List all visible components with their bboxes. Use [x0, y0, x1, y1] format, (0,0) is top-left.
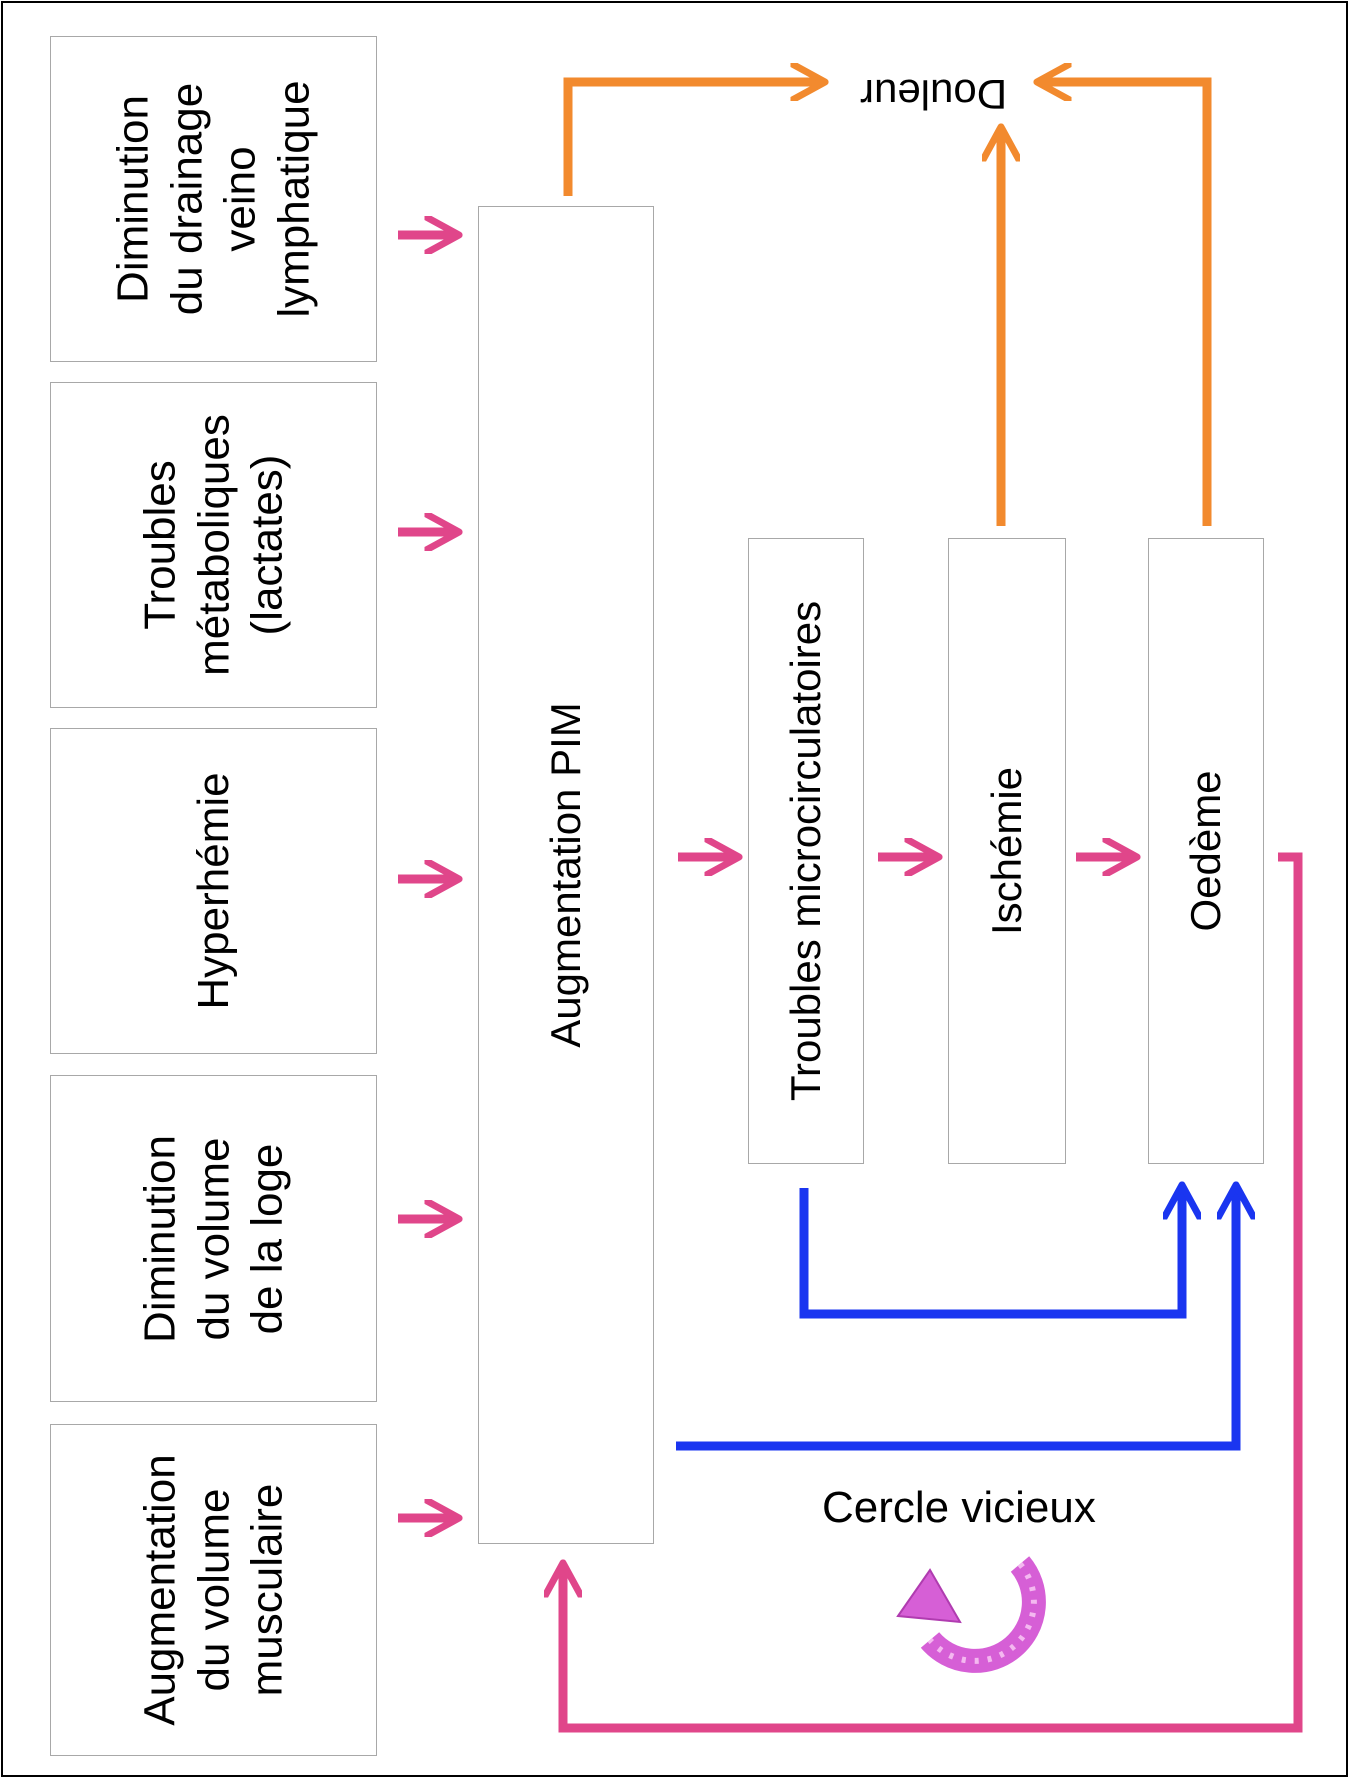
cause-box-drainage: Diminution du drainage veino lymphatique	[50, 36, 377, 362]
chain-box-troubles-microcirculatoires: Troubles microcirculatoires	[748, 538, 864, 1164]
arrow-pim-to-oedeme	[676, 1188, 1236, 1451]
outcome-label-douleur: Douleur	[860, 71, 1008, 118]
cause-box-volume-musculaire: Augmentation du volume musculaire	[50, 1424, 377, 1756]
chain-box-oedeme: Oedème	[1148, 538, 1264, 1164]
arrow-pim-to-douleur	[563, 82, 822, 196]
central-box-augmentation-pim: Augmentation PIM	[478, 206, 654, 1544]
circular-arrow-icon	[896, 1556, 1046, 1673]
loop-label-cercle-vicieux: Cercle vicieux	[822, 1483, 1096, 1532]
cause-box-hyperhemie: Hyperhémie	[50, 728, 377, 1054]
arrow-oedeme-loop-to-pim	[563, 852, 1303, 1733]
chain-box-ischemie: Ischémie	[948, 538, 1066, 1164]
cause-box-volume-loge: Diminution du volume de la loge	[50, 1075, 377, 1402]
arrow-troubles-to-oedeme	[799, 1188, 1182, 1319]
arrow-oedeme-to-douleur	[1040, 82, 1212, 526]
cause-box-troubles-metaboliques: Troubles métaboliques (lactates)	[50, 382, 377, 708]
